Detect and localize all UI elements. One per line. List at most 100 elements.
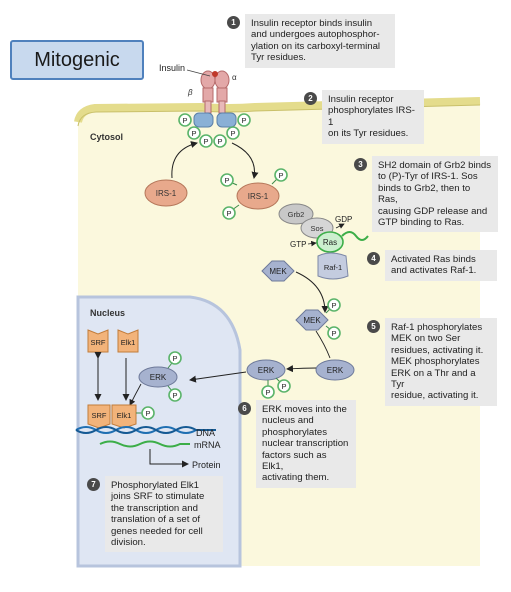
receptor-phosphate-1 [187, 126, 201, 140]
receptor-phosphate-5 [237, 113, 251, 127]
srf-free [87, 329, 109, 353]
membrane-outline [77, 104, 481, 127]
alpha-label: α [232, 73, 237, 82]
mek-phosphate-10 [327, 326, 341, 340]
erk-phosphate-label-11: P [281, 382, 286, 391]
erk-phosphate-label-12: P [265, 388, 270, 397]
nucleus-label: Nucleus [90, 308, 125, 318]
step-7-text: Phosphorylated Elk1 joins SRF to stimula… [111, 480, 205, 549]
receptor-phosphate-3 [213, 134, 227, 148]
receptor-phosphate-label-2: P [203, 137, 208, 146]
step-1-note: 1 Insulin receptor binds insulin and und… [227, 14, 395, 68]
mek-phosphate-label-10: P [331, 329, 336, 338]
cytosol-label: Cytosol [90, 132, 123, 142]
irs1-phosphorylated [236, 182, 280, 210]
dna-strand-2 [75, 426, 216, 434]
step-4-number: 4 [367, 252, 380, 265]
mek-label-left: MEK [269, 267, 287, 276]
receptor-phosphate-2 [199, 134, 213, 148]
arrow-erk-to-elk1 [129, 383, 142, 406]
receptor-phosphate-label-0: P [182, 116, 187, 125]
elk1-bound [111, 404, 137, 429]
receptor-phosphate-0 [178, 113, 192, 127]
step-5-text: Raf-1 phosphorylates MEK on two Ser resi… [391, 322, 484, 402]
elk1-free [117, 329, 139, 353]
erk-unphosphorylated [315, 359, 355, 381]
arrow-receptor-to-irs1p [231, 142, 259, 179]
receptor-phosphate-label-1: P [191, 129, 196, 138]
beta-label: β [187, 88, 193, 97]
step-3-text: SH2 domain of Grb2 binds to (P)-Tyr of I… [378, 160, 492, 229]
elk1-phosphate-15 [141, 406, 155, 420]
mek-unphosphorylated [261, 260, 295, 282]
gtp-label: GTP [290, 240, 306, 249]
irs1-phosphate-6 [220, 173, 234, 187]
step-7-note: 7 Phosphorylated Elk1 joins SRF to stimu… [87, 476, 223, 553]
mek-phosphate-label-9: P [331, 301, 336, 310]
elk1-label-bound: Elk1 [117, 411, 132, 420]
erk-nuclear-phosphate-14 [168, 388, 182, 402]
step-1-number: 1 [227, 16, 240, 29]
irs1-phosphate-label-6: P [224, 176, 229, 185]
step-1-text: Insulin receptor binds insulin and under… [251, 18, 381, 64]
step-5-note: 5 Raf-1 phosphorylates MEK on two Ser re… [367, 318, 497, 406]
mrna-strand [99, 440, 190, 448]
receptor-phosphate-label-4: P [230, 129, 235, 138]
ras-membrane-anchor [341, 231, 369, 241]
srf-label-bound: SRF [92, 411, 107, 420]
insulin-label: Insulin [159, 63, 185, 73]
arrow-erk-into-nucleus [189, 371, 247, 383]
srf-bound [87, 404, 111, 429]
plasma-membrane [74, 97, 481, 123]
step-2-text: Insulin receptor phosphorylates IRS-1 on… [328, 94, 415, 140]
receptor-phosphate-label-5: P [241, 116, 246, 125]
erk-nuclear-phosphate-label-14: P [172, 391, 177, 400]
protein-label: Protein [192, 460, 221, 470]
elk1-label-free: Elk1 [121, 338, 136, 347]
step-5-number: 5 [367, 320, 380, 333]
ras-protein [316, 231, 344, 253]
erk-label-nuclear: ERK [150, 373, 167, 382]
irs1-unphosphorylated [144, 179, 188, 207]
step-3-number: 3 [354, 158, 367, 171]
step-3-note: 3 SH2 domain of Grb2 binds to (P)-Tyr of… [354, 156, 498, 233]
sos-label: Sos [311, 224, 324, 233]
irs1-phosphate-label-8: P [278, 171, 283, 180]
mek-phosphorylated [295, 309, 329, 331]
step-4-text: Activated Ras binds and activates Raf-1. [391, 254, 477, 277]
erk-nuclear-p-stem-1 [167, 362, 173, 369]
irs1-label-right: IRS-1 [248, 192, 269, 201]
arrow-translation [149, 449, 189, 468]
gdp-release-arrow [335, 223, 345, 229]
erk-nuclear-phosphate-13 [168, 351, 182, 365]
raf1-label: Raf-1 [324, 263, 342, 272]
ras-label: Ras [323, 238, 337, 247]
elk1-phosphate-label-15: P [145, 409, 150, 418]
arrow-mek-activation [295, 271, 329, 313]
step-6-text: ERK moves into the nucleus and phosphory… [262, 404, 349, 484]
grb2-protein [278, 203, 314, 225]
erk-nuclear-phosphate-label-13: P [172, 354, 177, 363]
erk-label-middle: ERK [258, 366, 275, 375]
insulin-pointer [186, 69, 211, 77]
step-4-note: 4 Activated Ras binds and activates Raf-… [367, 250, 497, 281]
irs1-phosphate-label-7: P [226, 209, 231, 218]
irs1-label-left: IRS-1 [156, 189, 177, 198]
step-2-number: 2 [304, 92, 317, 105]
erk-label-right: ERK [327, 366, 344, 375]
erk-phosphorylated [246, 359, 286, 381]
raf1-protein [317, 252, 349, 280]
mrna-label: mRNA [194, 440, 221, 450]
mitogenic-title-badge: Mitogenic [10, 40, 144, 80]
receptor-phosphate-label-3: P [217, 137, 222, 146]
step-6-number: 6 [238, 402, 251, 415]
insulin-receptor [193, 70, 237, 128]
erk-phosphate-12 [261, 385, 275, 399]
mek-phosphate-9 [327, 298, 341, 312]
erk-nuclear [138, 366, 178, 388]
dna-label: DNA [196, 428, 215, 438]
srf-label-free: SRF [91, 338, 106, 347]
